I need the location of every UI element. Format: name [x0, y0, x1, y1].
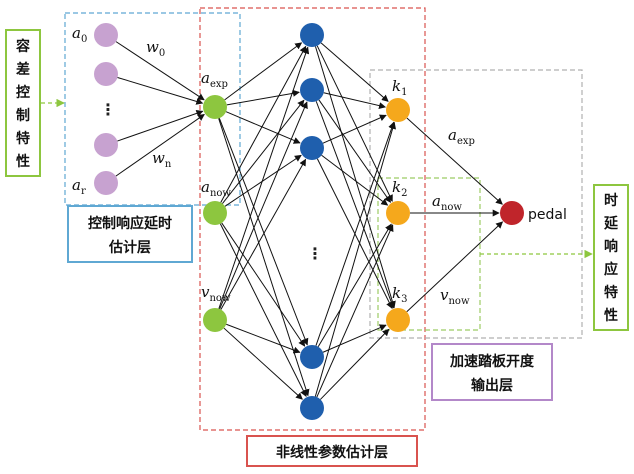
- label-w0: w0: [146, 38, 165, 59]
- label-aexp: aexp: [201, 69, 228, 90]
- output-char-1: 延: [603, 215, 619, 232]
- edge-hidden-0-to-k-0: [320, 42, 389, 102]
- hidden-node-4: [300, 396, 324, 420]
- control-layer-label-line1: 控制响应延时: [88, 215, 172, 232]
- nonlinear-layer-label: 非线性参数估计层: [276, 444, 388, 461]
- output-characteristic-box: [593, 184, 629, 331]
- label-k1: k1: [392, 77, 407, 98]
- edge-mid-2-to-hidden-2: [220, 158, 307, 310]
- edge-input-0-to-aexp: [115, 41, 205, 101]
- input-char-4: 特: [16, 130, 30, 147]
- label-k3: k3: [392, 284, 407, 305]
- node-k3: [386, 308, 410, 332]
- output-char-0: 时: [604, 192, 618, 209]
- edge-hidden-4-to-k-1: [316, 224, 394, 398]
- input-node-3: [94, 171, 118, 195]
- input-char-2: 控: [16, 84, 30, 101]
- input-node-1: [94, 62, 118, 86]
- label-ar: ar: [72, 176, 86, 197]
- edge-mid-1-to-hidden-3: [221, 222, 306, 347]
- input-characteristic-box: [5, 29, 41, 177]
- output-char-3: 应: [604, 261, 618, 278]
- hidden-node-1: [300, 78, 324, 102]
- node-k2: [386, 201, 410, 225]
- edge-mid-1-to-hidden-2: [224, 154, 302, 207]
- input-char-5: 性: [16, 153, 30, 170]
- input-node-2: [94, 133, 118, 157]
- edge-hidden-4-to-k-0: [314, 121, 397, 397]
- control-layer-label-line2: 估计层: [108, 239, 151, 256]
- input-char-1: 差: [16, 61, 30, 78]
- edge-mid-1-to-hidden-0: [220, 45, 307, 203]
- label-a0: a0: [72, 24, 87, 45]
- input-characteristic-text: 容 差 控 制 特 性: [15, 38, 30, 170]
- hidden-node-0: [300, 23, 324, 47]
- output-char-2: 响: [604, 238, 618, 255]
- node-labels: a0 ar w0 wn aexp anow vnow k1 k2 k3 aexp…: [72, 24, 567, 307]
- node-anow: [203, 201, 227, 225]
- edge-mid-0-to-hidden-2: [225, 111, 301, 144]
- edge-mid-2-to-hidden-4: [223, 327, 303, 400]
- input-node-0: [94, 23, 118, 47]
- edge-hidden-3-to-k-0: [315, 121, 395, 346]
- edge-hidden-0-to-k-1: [316, 45, 393, 202]
- edge-mid-2-to-hidden-3: [226, 323, 301, 354]
- input-char-0: 容: [15, 38, 30, 55]
- label-edge-aexp: aexp: [448, 126, 475, 147]
- output-char-4: 特: [604, 284, 618, 301]
- edge-k-0-to-pedal: [406, 117, 503, 205]
- nonlinear-layer-label-box: [246, 435, 418, 467]
- output-layer-label-line2: 输出层: [471, 377, 513, 394]
- edge-hidden-3-to-k-1: [317, 223, 392, 347]
- edge-hidden-4-to-k-2: [320, 328, 390, 400]
- edge-hidden-3-to-k-2: [322, 324, 387, 353]
- network-nodes: [94, 23, 524, 420]
- output-char-5: 性: [604, 307, 618, 324]
- ellipsis-input-nodes: ⋮: [100, 100, 116, 119]
- edge-input-2-to-aexp: [117, 110, 204, 142]
- ellipsis-hidden-nodes: ⋮: [307, 244, 323, 263]
- network-connections: [115, 41, 504, 400]
- edge-hidden-1-to-k-1: [318, 99, 391, 203]
- edge-input-1-to-aexp: [117, 76, 204, 105]
- label-edge-anow: anow: [432, 192, 462, 213]
- label-edge-vnow: vnow: [440, 286, 470, 307]
- edge-hidden-2-to-k-1: [321, 154, 389, 206]
- edge-k-2-to-pedal: [406, 221, 504, 313]
- edge-mid-0-to-hidden-0: [224, 42, 303, 101]
- node-pedal: [500, 201, 524, 225]
- label-pedal: pedal: [528, 207, 567, 223]
- hidden-node-3: [300, 345, 324, 369]
- label-anow: anow: [201, 178, 231, 199]
- edge-mid-2-to-hidden-0: [218, 46, 310, 309]
- label-k2: k2: [392, 178, 407, 199]
- output-layer-label-box: [431, 343, 553, 401]
- node-aexp: [203, 95, 227, 119]
- node-vnow: [203, 308, 227, 332]
- node-k1: [386, 98, 410, 122]
- edge-mid-2-to-hidden-1: [219, 101, 308, 310]
- edge-hidden-1-to-k-2: [315, 101, 395, 309]
- nonlinear-layer-dashed-box: [199, 7, 426, 431]
- label-vnow: vnow: [201, 283, 231, 304]
- output-layer-dashed-box: [369, 69, 583, 339]
- edge-input-3-to-aexp: [115, 114, 205, 177]
- edge-hidden-0-to-k-2: [314, 46, 396, 309]
- edge-hidden-2-to-k-0: [322, 114, 387, 144]
- edge-mid-0-to-hidden-1: [226, 89, 300, 106]
- edge-mid-1-to-hidden-1: [222, 99, 305, 204]
- edge-hidden-1-to-k-0: [323, 92, 387, 110]
- edge-mid-0-to-hidden-3: [218, 118, 309, 346]
- control-layer-label-box: [67, 205, 193, 263]
- edge-mid-1-to-hidden-4: [219, 223, 307, 397]
- output-layer-label-line1: 加速踏板开度: [449, 353, 535, 370]
- input-char-3: 制: [16, 107, 30, 124]
- label-wn: wn: [152, 149, 172, 170]
- hidden-node-2: [300, 136, 324, 160]
- output-characteristic-text: 时 延 响 应 特 性: [603, 192, 619, 324]
